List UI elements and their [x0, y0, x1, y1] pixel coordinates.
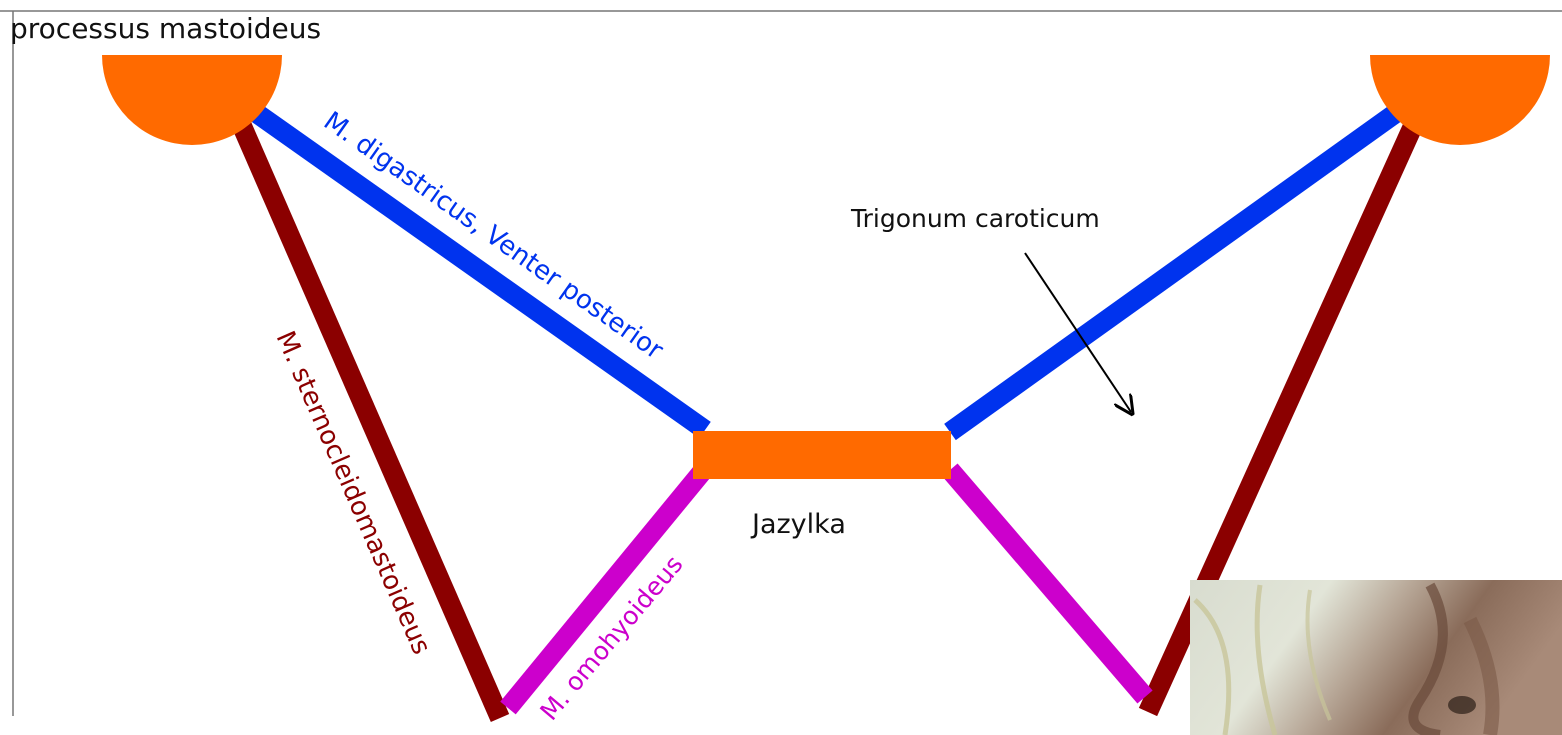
- digastricus-right-bar: [944, 101, 1406, 441]
- trigonum-arrow: [1024, 252, 1131, 412]
- digastricus-label: M. digastricus, Venter posterior: [318, 106, 669, 366]
- digastricus-left-bar: [249, 103, 711, 439]
- processus-mastoideus-right: [1370, 55, 1550, 145]
- trigonum-caroticum-label: Trigonum caroticum: [850, 204, 1100, 233]
- processus-mastoideus-left: [102, 55, 282, 145]
- omohyoideus-right-bar: [942, 463, 1153, 704]
- omohyoideus-left-bar: [500, 465, 710, 715]
- hyoid-bone-rect: [693, 431, 951, 479]
- processus-mastoideus-label: processus mastoideus: [10, 12, 321, 45]
- photo-inset: [1190, 580, 1562, 735]
- jazylka-label: Jazylka: [750, 509, 846, 540]
- sternocleidomastoideus-left-bar: [225, 106, 510, 722]
